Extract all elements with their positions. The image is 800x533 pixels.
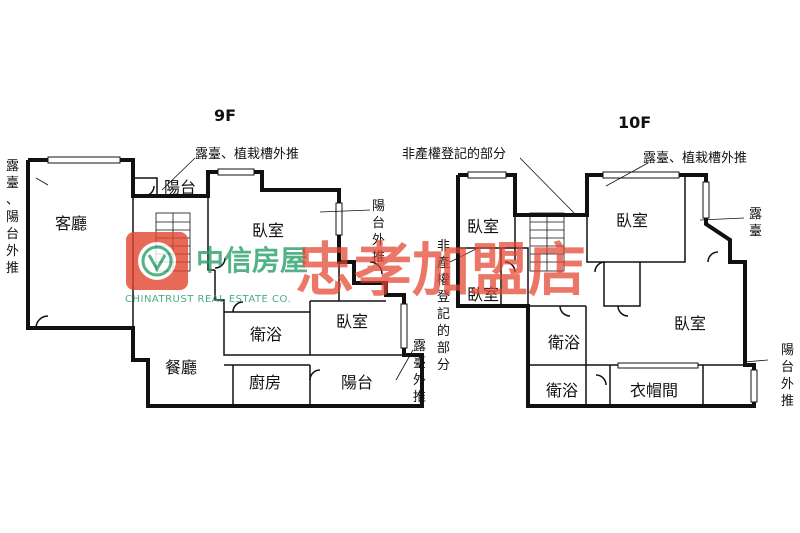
room-bath-a-10f: 衛浴 [548,333,580,352]
room-living-9f: 客廳 [55,214,87,233]
room-bath-9f: 衛浴 [250,325,282,344]
floor-title-9f: 9F [214,106,236,125]
room-bedroom-c-10f: 臥室 [467,285,499,304]
plan-10f [449,157,769,408]
room-closet-10f: 衣帽間 [630,381,678,400]
note-terrace-planter-9f: 露臺、植栽槽外推 [195,146,299,162]
watermark-brand-cn: 中信房屋 [196,244,308,277]
room-balcony-small-9f: 陽台 [164,178,196,197]
room-bedroom-b-9f: 臥室 [336,312,368,331]
note-unregistered-10f: 非產權登記的部分 [402,146,506,162]
room-bedroom-a-10f: 臥室 [467,217,499,236]
room-bath-b-10f: 衛浴 [546,381,578,400]
note-balcony-out-9f: 陽台外推 [372,199,385,265]
room-bedroom-d-10f: 臥室 [674,314,706,333]
room-balcony-9f: 陽台 [341,373,373,392]
note-terrace-planter-10f: 露臺、植栽槽外推 [643,150,747,166]
room-dining-9f: 餐廳 [165,358,197,377]
stairs-10f [530,213,564,271]
chinatrust-logo-icon [126,232,188,290]
room-bedroom-b-10f: 臥室 [616,211,648,230]
watermark-brand-en: CHINATRUST REAL ESTATE CO. [125,294,291,305]
note-unregistered-vertical-10f: 非產權登記的部分 [437,239,450,373]
plan-9f [26,156,424,408]
watermark-store-name: 忠孝加盟店 [296,236,586,304]
floor-title-10f: 10F [618,113,651,132]
note-terrace-out-9f: 露臺外推 [413,339,426,405]
note-terrace-10f: 露臺 [749,207,762,239]
room-bedroom-a-9f: 臥室 [252,221,284,240]
note-terrace-balcony-9f: 露臺、陽台外推 [6,159,19,276]
watermark: 中信房屋 CHINATRUST REAL ESTATE CO. 忠孝加盟店 [125,232,586,305]
room-kitchen-9f: 廚房 [249,373,281,392]
note-balcony-out-10f: 陽台外推 [781,343,794,409]
